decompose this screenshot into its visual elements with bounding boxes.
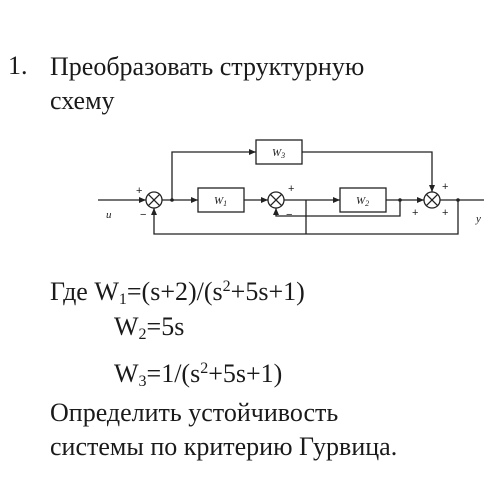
w3-path-in <box>171 149 256 200</box>
question-line-2: системы по критерию Гурвица. <box>50 432 398 461</box>
sign-j1-minus: − <box>140 209 146 221</box>
task-title-line-2: схему <box>50 86 115 115</box>
formula-w1: Где W1=(s+2)/(s2+5s+1) <box>50 277 305 308</box>
question-line-1: Определить устойчивость <box>50 398 339 427</box>
output-label: y <box>475 213 481 225</box>
block-w2-label: W2 <box>356 195 369 208</box>
block-diagram: W1 W2 W3 u y + − + − + + + <box>98 139 484 235</box>
task-title-line-1: Преобразовать структурную <box>50 52 365 81</box>
sign-j3-plus-bottom: + <box>442 207 448 219</box>
sign-j1-plus: + <box>136 185 142 197</box>
input-label: u <box>106 209 112 221</box>
task-title: Преобразовать структурную схему <box>50 50 470 118</box>
formula-w3: W3=1/(s2+5s+1) <box>114 359 283 390</box>
sign-j3-plus-top: + <box>442 181 448 193</box>
task-number: 1. <box>8 51 28 80</box>
block-w3-label: W3 <box>272 147 285 160</box>
sign-j2-plus: + <box>288 183 294 195</box>
formula-w2: W2=5s <box>114 312 185 343</box>
feedback-outer <box>151 200 459 235</box>
block-w1-label: W1 <box>214 195 227 208</box>
w3-path-out <box>302 151 435 192</box>
sign-j3-plus-left: + <box>412 207 418 219</box>
sign-j2-minus: − <box>286 209 292 221</box>
question-text: Определить устойчивость системы по крите… <box>50 396 490 464</box>
